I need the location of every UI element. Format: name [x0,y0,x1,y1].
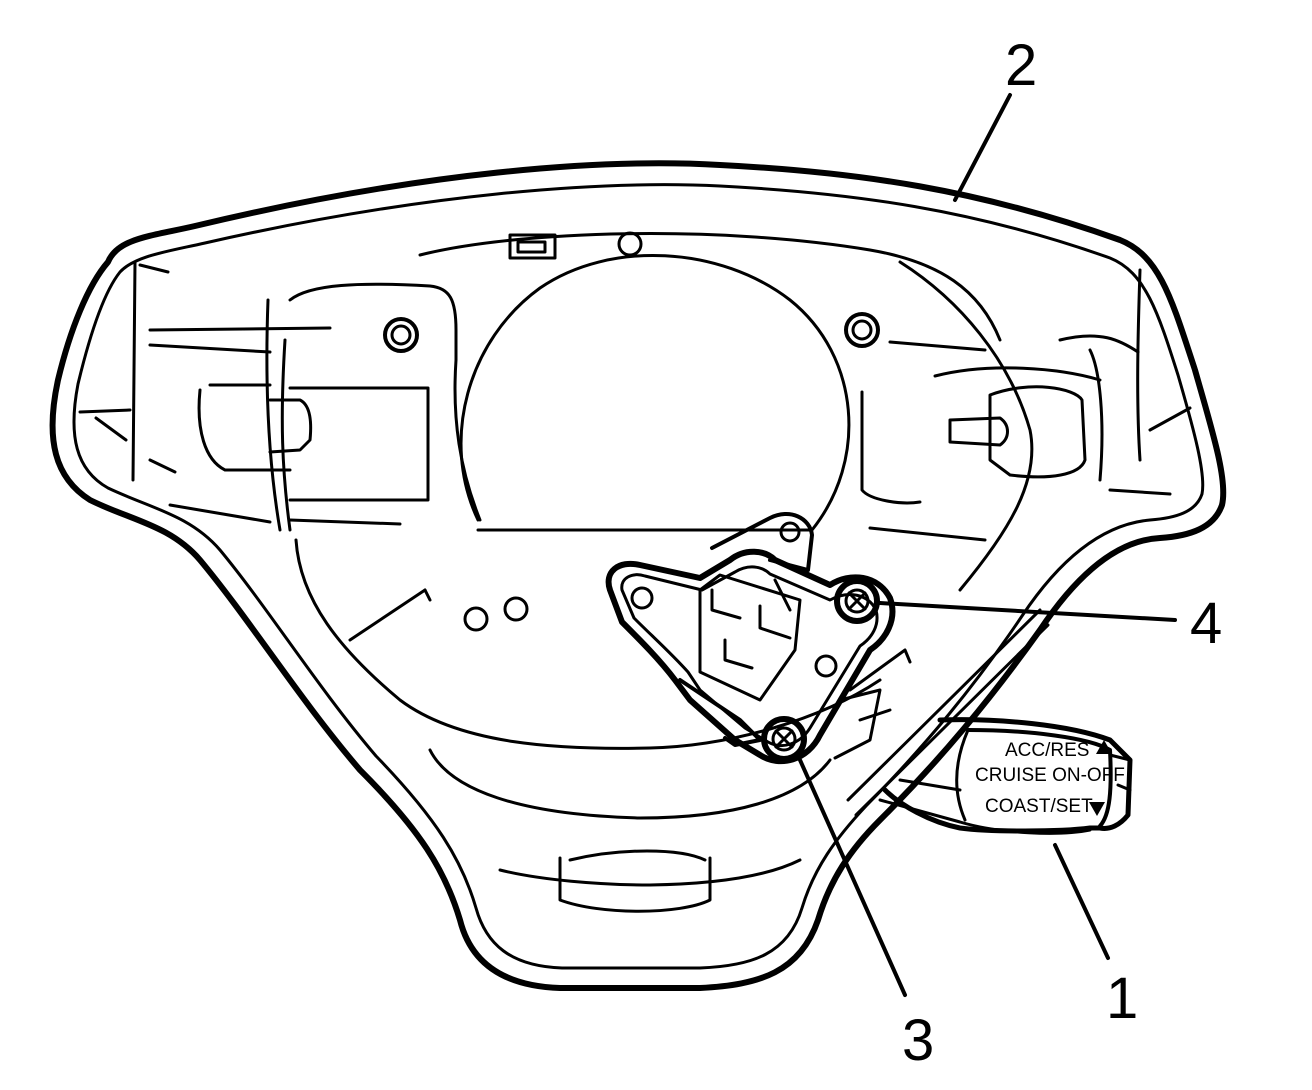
hole-upper-right [844,312,880,348]
screw-upper [834,578,880,624]
hole-left-a [463,606,489,632]
up-arrow-icon [1096,740,1112,754]
down-arrow-icon [1089,802,1105,816]
leader-3 [798,758,907,997]
steering-wheel-hub [49,160,1227,991]
cruise-control-switch: ACC/RES CRUISE ON-OFF COAST/SET [878,717,1133,835]
callout-1: 1 [1106,966,1138,1031]
hole-left-b [503,596,529,622]
callout-2: 2 [1005,33,1037,98]
leader-4 [878,601,1177,622]
hole-upper-left [383,317,419,353]
label-coast-set: COAST/SET [985,796,1093,817]
label-acc-res: ACC/RES [1005,740,1089,761]
switch-bracket [605,512,912,765]
callout-4: 4 [1190,591,1222,656]
callouts: 2 4 3 1 [902,33,1222,1073]
mounting-holes [383,231,880,632]
hub-recess [78,232,1192,913]
leader-lines [798,93,1177,997]
screw-lower [761,716,807,762]
label-cruise-on-off: CRUISE ON-OFF [975,765,1125,786]
hole-top [617,231,643,257]
leader-2 [953,93,1012,202]
top-tab [508,233,557,260]
leader-1 [1053,843,1110,960]
callout-3: 3 [902,1008,934,1073]
